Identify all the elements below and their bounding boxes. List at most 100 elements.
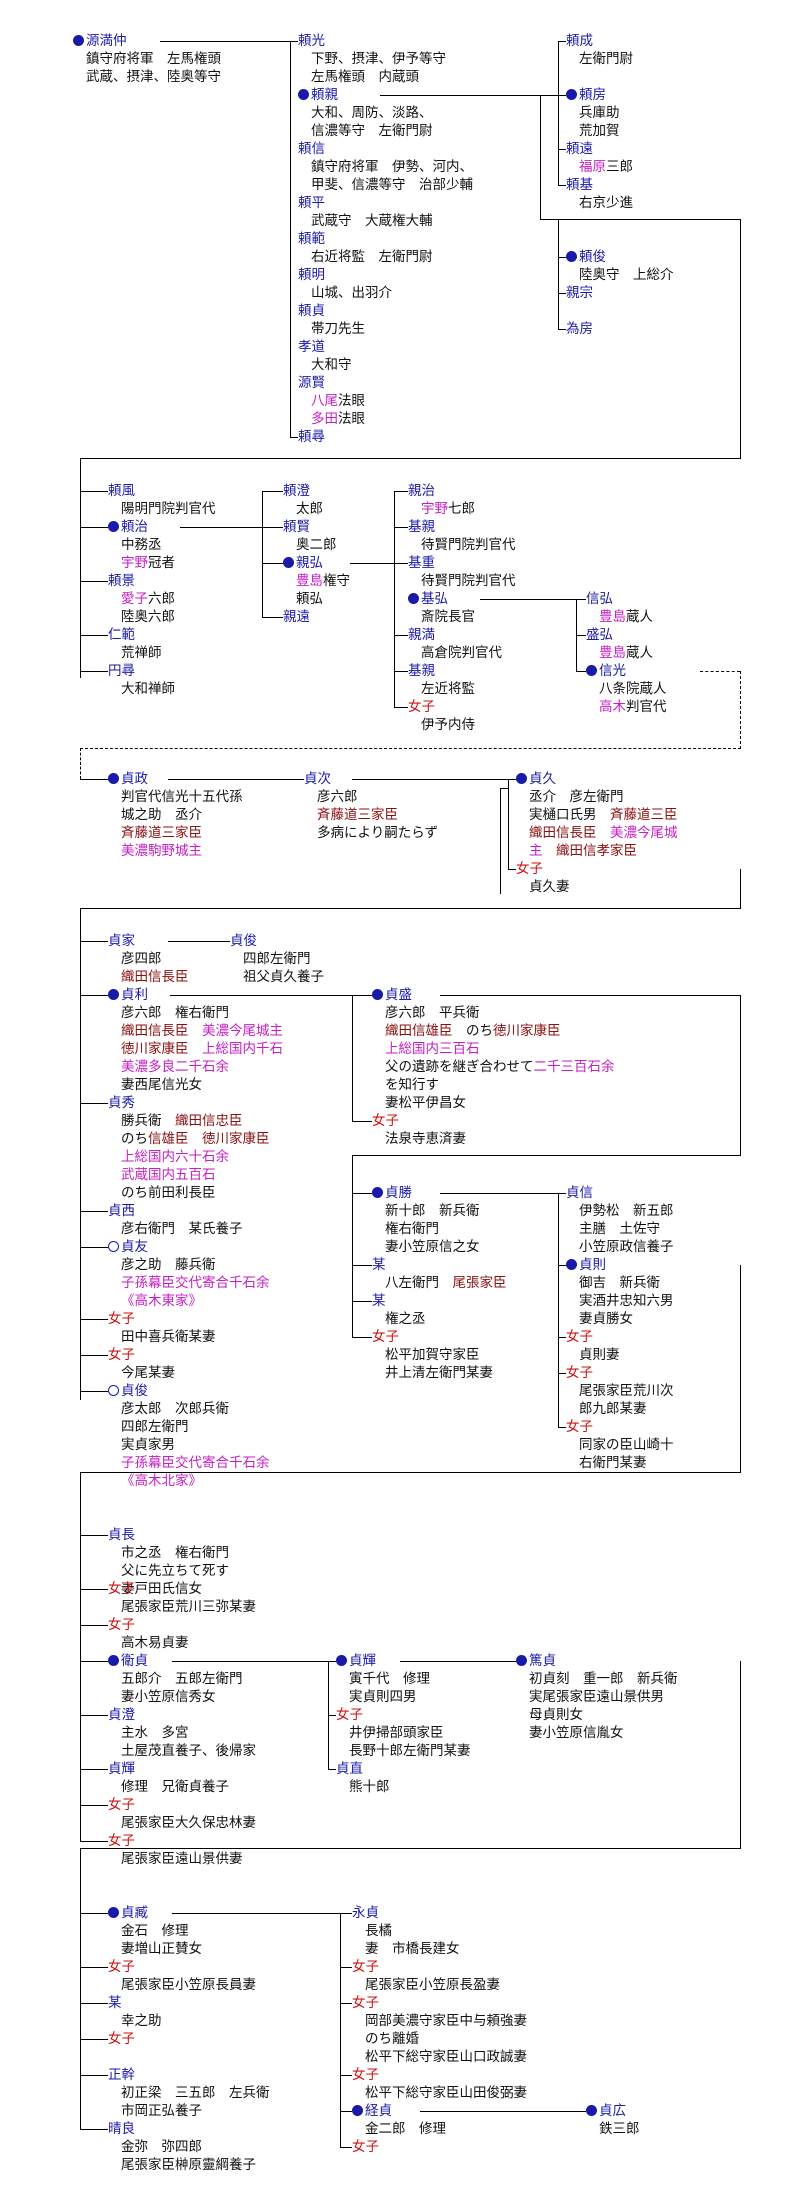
- detail-text: 権守: [323, 573, 350, 589]
- person-node: 貞久丞介 彦左衛門実樋口氏男 斉藤道三臣織田信長臣 美濃今尾城主 織田信孝家臣: [516, 770, 678, 860]
- connector: [440, 1193, 566, 1194]
- person-node: 貞広鉄三郎: [586, 2102, 640, 2138]
- detail-text: 蔵人: [626, 645, 653, 661]
- person-name: 貞長: [108, 1527, 135, 1543]
- detail-text: 斎院長官: [421, 609, 475, 625]
- detail-text: 武蔵守 大蔵権大輔: [311, 213, 433, 229]
- detail-text: 左馬権頭 内蔵頭: [311, 69, 419, 85]
- detail-text: 実尾張家臣遠山景供男: [529, 1689, 664, 1705]
- detail-text: 権右衛門: [385, 1221, 439, 1237]
- detail-text: 鉄三郎: [599, 2121, 640, 2137]
- person-node: 親満高倉院判官代: [408, 626, 502, 662]
- detail-text: 大和守: [311, 357, 352, 373]
- detail-text: 伊勢松 新五郎: [579, 1203, 674, 1219]
- person-detail: 尾張家臣小笠原長盈妻: [352, 1976, 500, 1994]
- person-detail: 初正梁 三五郎 左兵衛: [108, 2084, 270, 2102]
- person-node: 経貞金二郎 修理: [352, 2102, 446, 2138]
- person-detail: 鎮守府将軍 左馬権頭: [73, 50, 221, 68]
- connector: [540, 219, 740, 220]
- person-detail: 主膳 土佐守: [566, 1220, 674, 1238]
- connector: [80, 1103, 108, 1104]
- person-node: 女子岡部美濃守家臣中与頼強妻のち離婚松平下総守家臣山口政誠妻: [352, 1994, 527, 2066]
- person-name: 頼風: [108, 483, 135, 499]
- detail-text: 実酒井忠知六男: [579, 1293, 674, 1309]
- person-detail: 同家の臣山崎十: [566, 1436, 674, 1454]
- person-detail: 彦六郎 権右衛門: [108, 1004, 283, 1022]
- detail-text: 貞則妻: [579, 1347, 620, 1363]
- person-node: 女子同家の臣山崎十右衛門某妻: [566, 1418, 674, 1472]
- person-name: 頼信: [298, 141, 325, 157]
- person-node: 貞政判官代信光十五代孫城之助 丞介斉藤道三家臣美濃駒野城主: [108, 770, 243, 860]
- person-detail: 金石 修理: [108, 1922, 202, 1940]
- person-node: 貞則御吉 新兵衛実酒井忠知六男妻貞勝女: [566, 1256, 674, 1328]
- person-node: 晴良金弥 弥四郎尾張家臣榊原靈綱養子: [108, 2120, 256, 2174]
- fief-text: 上総国内六十石余: [121, 1149, 229, 1165]
- connector: [80, 1848, 81, 2130]
- connector: [558, 219, 559, 329]
- detail-text: 待賢門院判官代: [421, 573, 516, 589]
- detail-text: 城之助 丞介: [121, 807, 202, 823]
- person-detail: 井伊掃部頭家臣: [336, 1724, 471, 1742]
- detail-text: のち前田利長臣: [121, 1185, 216, 1201]
- person-detail: 幸之助: [108, 2012, 162, 2030]
- person-detail: 妻戸田氏信女: [108, 1580, 229, 1598]
- person-node: 頼範右近将監 左衛門尉: [298, 230, 433, 266]
- detail-text: 初貞刻 重一郎 新兵衛: [529, 1671, 678, 1687]
- connector: [500, 788, 508, 789]
- detail-text: 妻 市橋長建女: [365, 1941, 460, 1957]
- person-detail: 荒加賀: [566, 122, 620, 140]
- connector: [172, 1913, 352, 1914]
- person-name: 正幹: [108, 2067, 135, 2083]
- person-name: 女子: [352, 1995, 379, 2011]
- detail-text: 権之丞: [385, 1311, 426, 1327]
- person-detail: 実酒井忠知六男: [566, 1292, 674, 1310]
- person-node: 親弘豊島権守頼弘: [283, 554, 350, 608]
- person-node: 貞澄主水 多宮土屋茂直養子、後帰家: [108, 1706, 256, 1760]
- person-detail: 松平下総守家臣山口政誠妻: [352, 2048, 527, 2066]
- person-detail: 鉄三郎: [586, 2120, 640, 2138]
- person-detail: 信濃等守 左衛門尉: [298, 122, 433, 140]
- connector: [80, 2039, 108, 2040]
- person-name: 女子: [108, 1311, 135, 1327]
- person-detail: 陸奥六郎: [108, 608, 175, 626]
- detail-text: 武蔵、摂津、陸奥等守: [86, 69, 221, 85]
- connector: [480, 599, 586, 600]
- connector: [80, 491, 108, 492]
- connector: [740, 995, 741, 1155]
- person-detail: 父に先立ちて死す: [108, 1562, 229, 1580]
- person-name: 女子: [108, 2031, 135, 2047]
- detail-text: 初正梁 三五郎 左兵衛: [121, 2085, 270, 2101]
- person-node: 貞輝修理 兄衛貞養子: [108, 1760, 229, 1796]
- detail-text: 奥二郎: [296, 537, 337, 553]
- person-detail: 甲斐、信濃等守 治部少輔: [298, 176, 473, 194]
- person-name: 貞広: [586, 2102, 640, 2120]
- person-name: 源賢: [298, 375, 325, 391]
- person-name: 基重: [408, 555, 435, 571]
- connector: [80, 671, 108, 672]
- person-node: 親治宇野七郎: [408, 482, 475, 518]
- person-detail: 大和、周防、淡路、: [298, 104, 433, 122]
- person-name: 源満仲: [73, 32, 221, 50]
- person-detail: 金弥 弥四郎: [108, 2138, 256, 2156]
- connector: [80, 1355, 108, 1356]
- person-node: 貞俊四郎左衛門祖父貞久養子: [230, 932, 324, 986]
- detail-text: 松平加賀守家臣: [385, 1347, 480, 1363]
- person-name: 頼平: [298, 195, 325, 211]
- person-name: 貞俊: [230, 933, 257, 949]
- detail-text: 井上清左衛門某妻: [385, 1365, 493, 1381]
- person-detail: 井上清左衛門某妻: [372, 1364, 493, 1382]
- person-detail: 主 織田信孝家臣: [516, 842, 678, 860]
- person-detail: 待賢門院判官代: [408, 536, 516, 554]
- detail-text: 彦右衛門 某氏養子: [121, 1221, 243, 1237]
- person-node: 女子松平下総守家臣山田俊弼妻: [352, 2066, 527, 2102]
- person-name: 貞直: [336, 1761, 363, 1777]
- person-detail: 豊島権守: [283, 572, 350, 590]
- connector: [380, 95, 566, 96]
- person-node: 貞家彦四郎織田信長臣: [108, 932, 189, 986]
- person-node: 貞長市之丞 権右衛門父に先立ちて死す妻戸田氏信女: [108, 1526, 229, 1598]
- person-node: 頼貞帯刀先生: [298, 302, 365, 338]
- detail-text: 四郎左衛門: [121, 1419, 189, 1435]
- connector: [80, 908, 741, 909]
- person-name: 女子: [566, 1419, 593, 1435]
